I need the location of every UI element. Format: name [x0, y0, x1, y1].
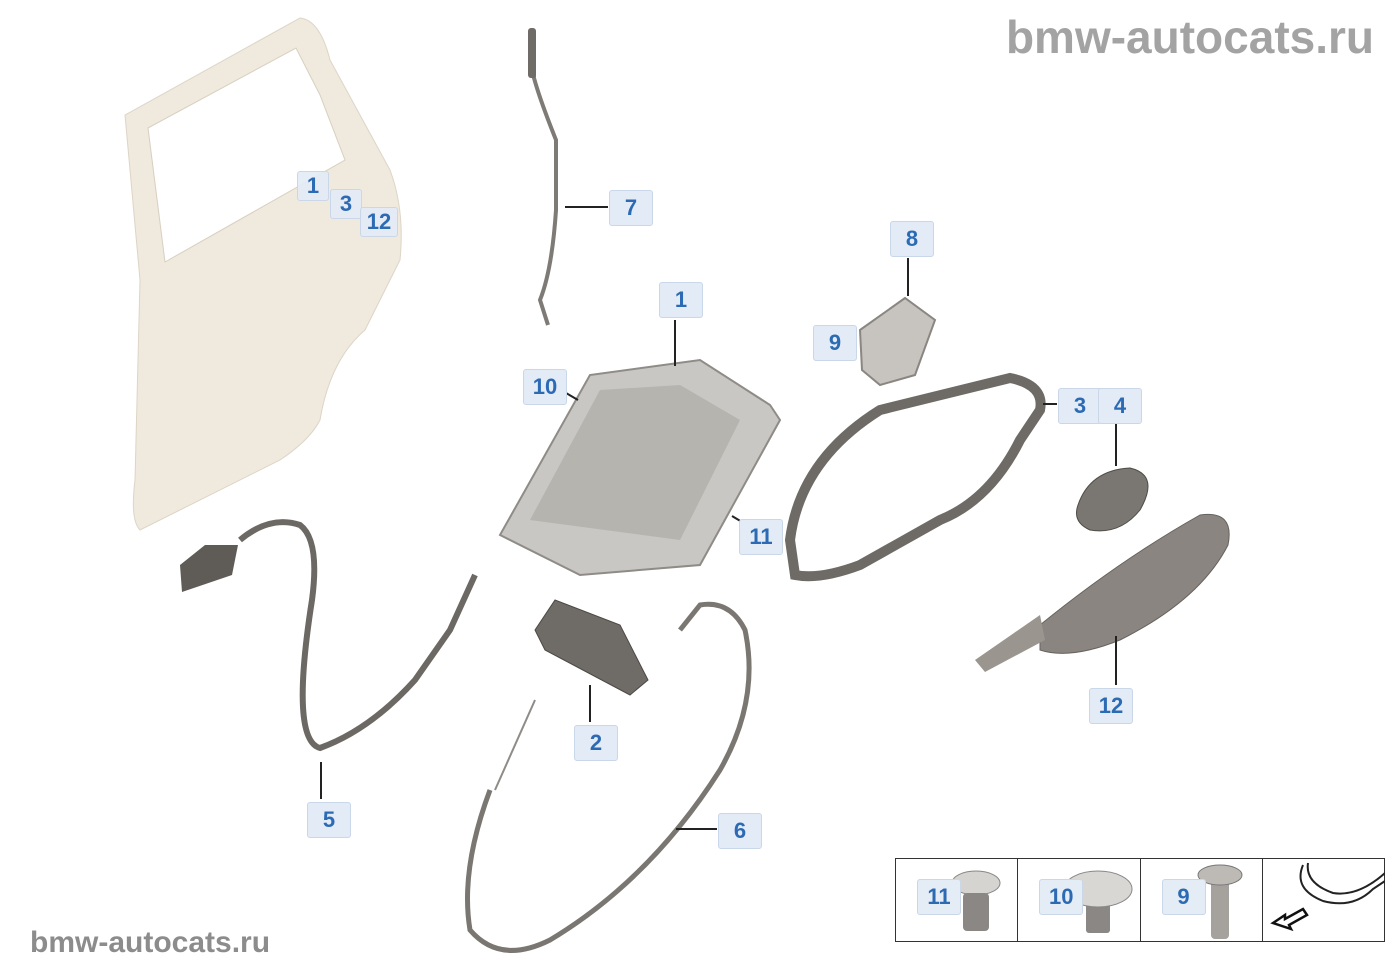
inner-cable-part: [238, 519, 478, 752]
callout-cap[interactable]: 2: [574, 725, 618, 761]
callout-cable-inner[interactable]: 5: [307, 802, 351, 838]
reference-cell-9[interactable]: 9: [1141, 859, 1263, 941]
callout-carrier[interactable]: 3: [1058, 388, 1102, 424]
watermark-bottom: bmw-autocats.ru: [30, 926, 271, 959]
cover-cap-part: [1076, 467, 1149, 532]
door-callout-1[interactable]: 1: [297, 171, 329, 201]
door-callout-12[interactable]: 12: [360, 207, 398, 237]
fastener-reference-box: 11 10 9: [895, 858, 1385, 942]
door-handle-part: [1039, 513, 1230, 654]
reference-label-9: 9: [1161, 879, 1206, 915]
reference-cell-10[interactable]: 10: [1018, 859, 1141, 941]
rear-door-shell: [124, 17, 402, 531]
callout-screw-striker[interactable]: 9: [813, 325, 857, 361]
striker-part: [858, 296, 937, 387]
callout-screw-lock-bottom[interactable]: 11: [739, 519, 783, 555]
lock-cap-part: [534, 599, 649, 696]
callout-rod[interactable]: 7: [609, 190, 653, 226]
vehicle-direction-arrow-icon: [1269, 862, 1385, 932]
handle-carrier-part: [784, 372, 1046, 582]
reference-cell-11[interactable]: 11: [896, 859, 1019, 941]
rod-part: [530, 31, 558, 326]
torx-screw-countersunk-icon: [1197, 864, 1242, 939]
door-callout-3[interactable]: 3: [330, 189, 362, 219]
callout-handle[interactable]: 12: [1089, 688, 1133, 724]
callout-screw-lock-top[interactable]: 10: [523, 369, 567, 405]
outer-cable-part: [465, 601, 752, 953]
leader-lines: [320, 206, 1117, 830]
callout-striker[interactable]: 8: [890, 221, 934, 257]
reference-label-11: 11: [917, 879, 961, 915]
watermark-top: bmw-autocats.ru: [1005, 11, 1374, 63]
callout-cable-outer[interactable]: 6: [718, 813, 762, 849]
reference-cell-direction[interactable]: [1263, 859, 1385, 941]
reference-label-10: 10: [1039, 879, 1084, 915]
callout-cover[interactable]: 4: [1098, 388, 1142, 424]
callout-lock[interactable]: 1: [659, 282, 703, 318]
